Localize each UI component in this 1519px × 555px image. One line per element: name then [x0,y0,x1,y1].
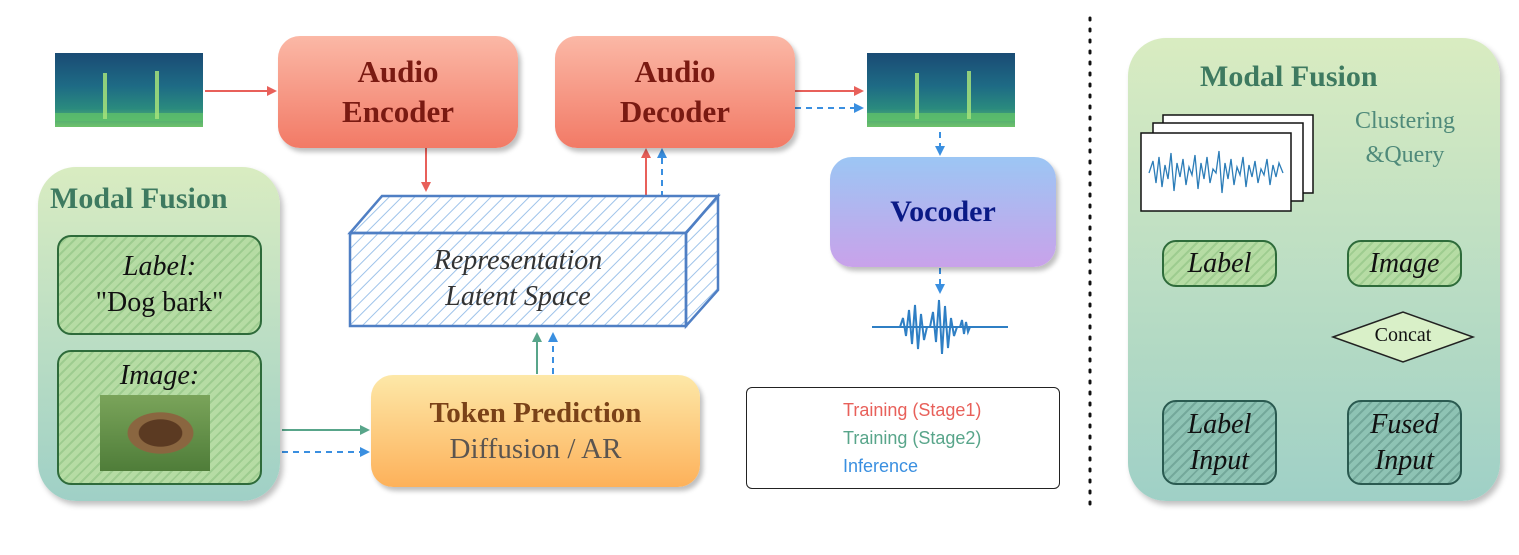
label-input-line1: Label [1187,408,1252,440]
modal-fusion-title-right: Modal Fusion [1200,60,1378,93]
vocoder-label: Vocoder [890,195,996,228]
audio-encoder-line1: Audio [357,54,439,89]
vocoder-box: Vocoder [830,157,1056,267]
dog-photo [100,395,210,471]
legend-inference: Inference [843,456,919,476]
clustering-line1: Clustering [1355,108,1455,134]
audio-decoder-line2: Decoder [619,94,731,129]
latent-space-line1: Representation [433,245,603,276]
label-input-line2: Input [1189,444,1250,476]
clustering-query-label: Clustering &Query [1330,104,1480,172]
output-spectrogram [867,53,1015,127]
legend: Training (Stage1) Training (Stage2) Infe… [746,387,1060,489]
concat-label: Concat [1374,324,1432,346]
label-input-node: Label Input [1162,400,1277,485]
audio-decoder-box: Audio Decoder [555,36,795,148]
audio-encoder-box: Audio Encoder [278,36,518,148]
legend-stage2: Training (Stage2) [843,428,982,448]
token-prediction-box: Token Prediction Diffusion / AR [371,375,700,487]
label-tag-value: "Dog bark" [95,287,224,318]
modal-fusion-title-left: Modal Fusion [50,182,228,215]
label-node-text: Label [1187,247,1252,279]
image-node: Image [1347,240,1462,287]
label-tag-heading: Label: [122,251,197,282]
clustering-line2: &Query [1365,142,1445,168]
waveform-icon [872,299,1008,355]
token-prediction-subtitle: Diffusion / AR [449,433,622,465]
latent-space-line2: Latent Space [445,281,591,312]
latent-space-box [347,192,721,330]
image-tag-heading: Image: [119,360,200,391]
fused-input-line2: Input [1374,444,1435,476]
fused-input-node: Fused Input [1347,400,1462,485]
input-spectrogram [55,53,203,127]
fused-input-line1: Fused [1370,408,1439,440]
image-node-text: Image [1369,247,1440,279]
clustering-cards [1140,114,1314,212]
latent-space-label: Representation Latent Space [352,236,684,322]
audio-encoder-line2: Encoder [342,94,454,129]
token-prediction-title: Token Prediction [429,397,642,429]
audio-decoder-line1: Audio [634,54,716,89]
legend-stage1: Training (Stage1) [843,400,982,420]
label-tag: Label: "Dog bark" [57,235,262,335]
label-node: Label [1162,240,1277,287]
concat-diamond [1330,311,1476,363]
noise-waveform [1148,150,1284,194]
